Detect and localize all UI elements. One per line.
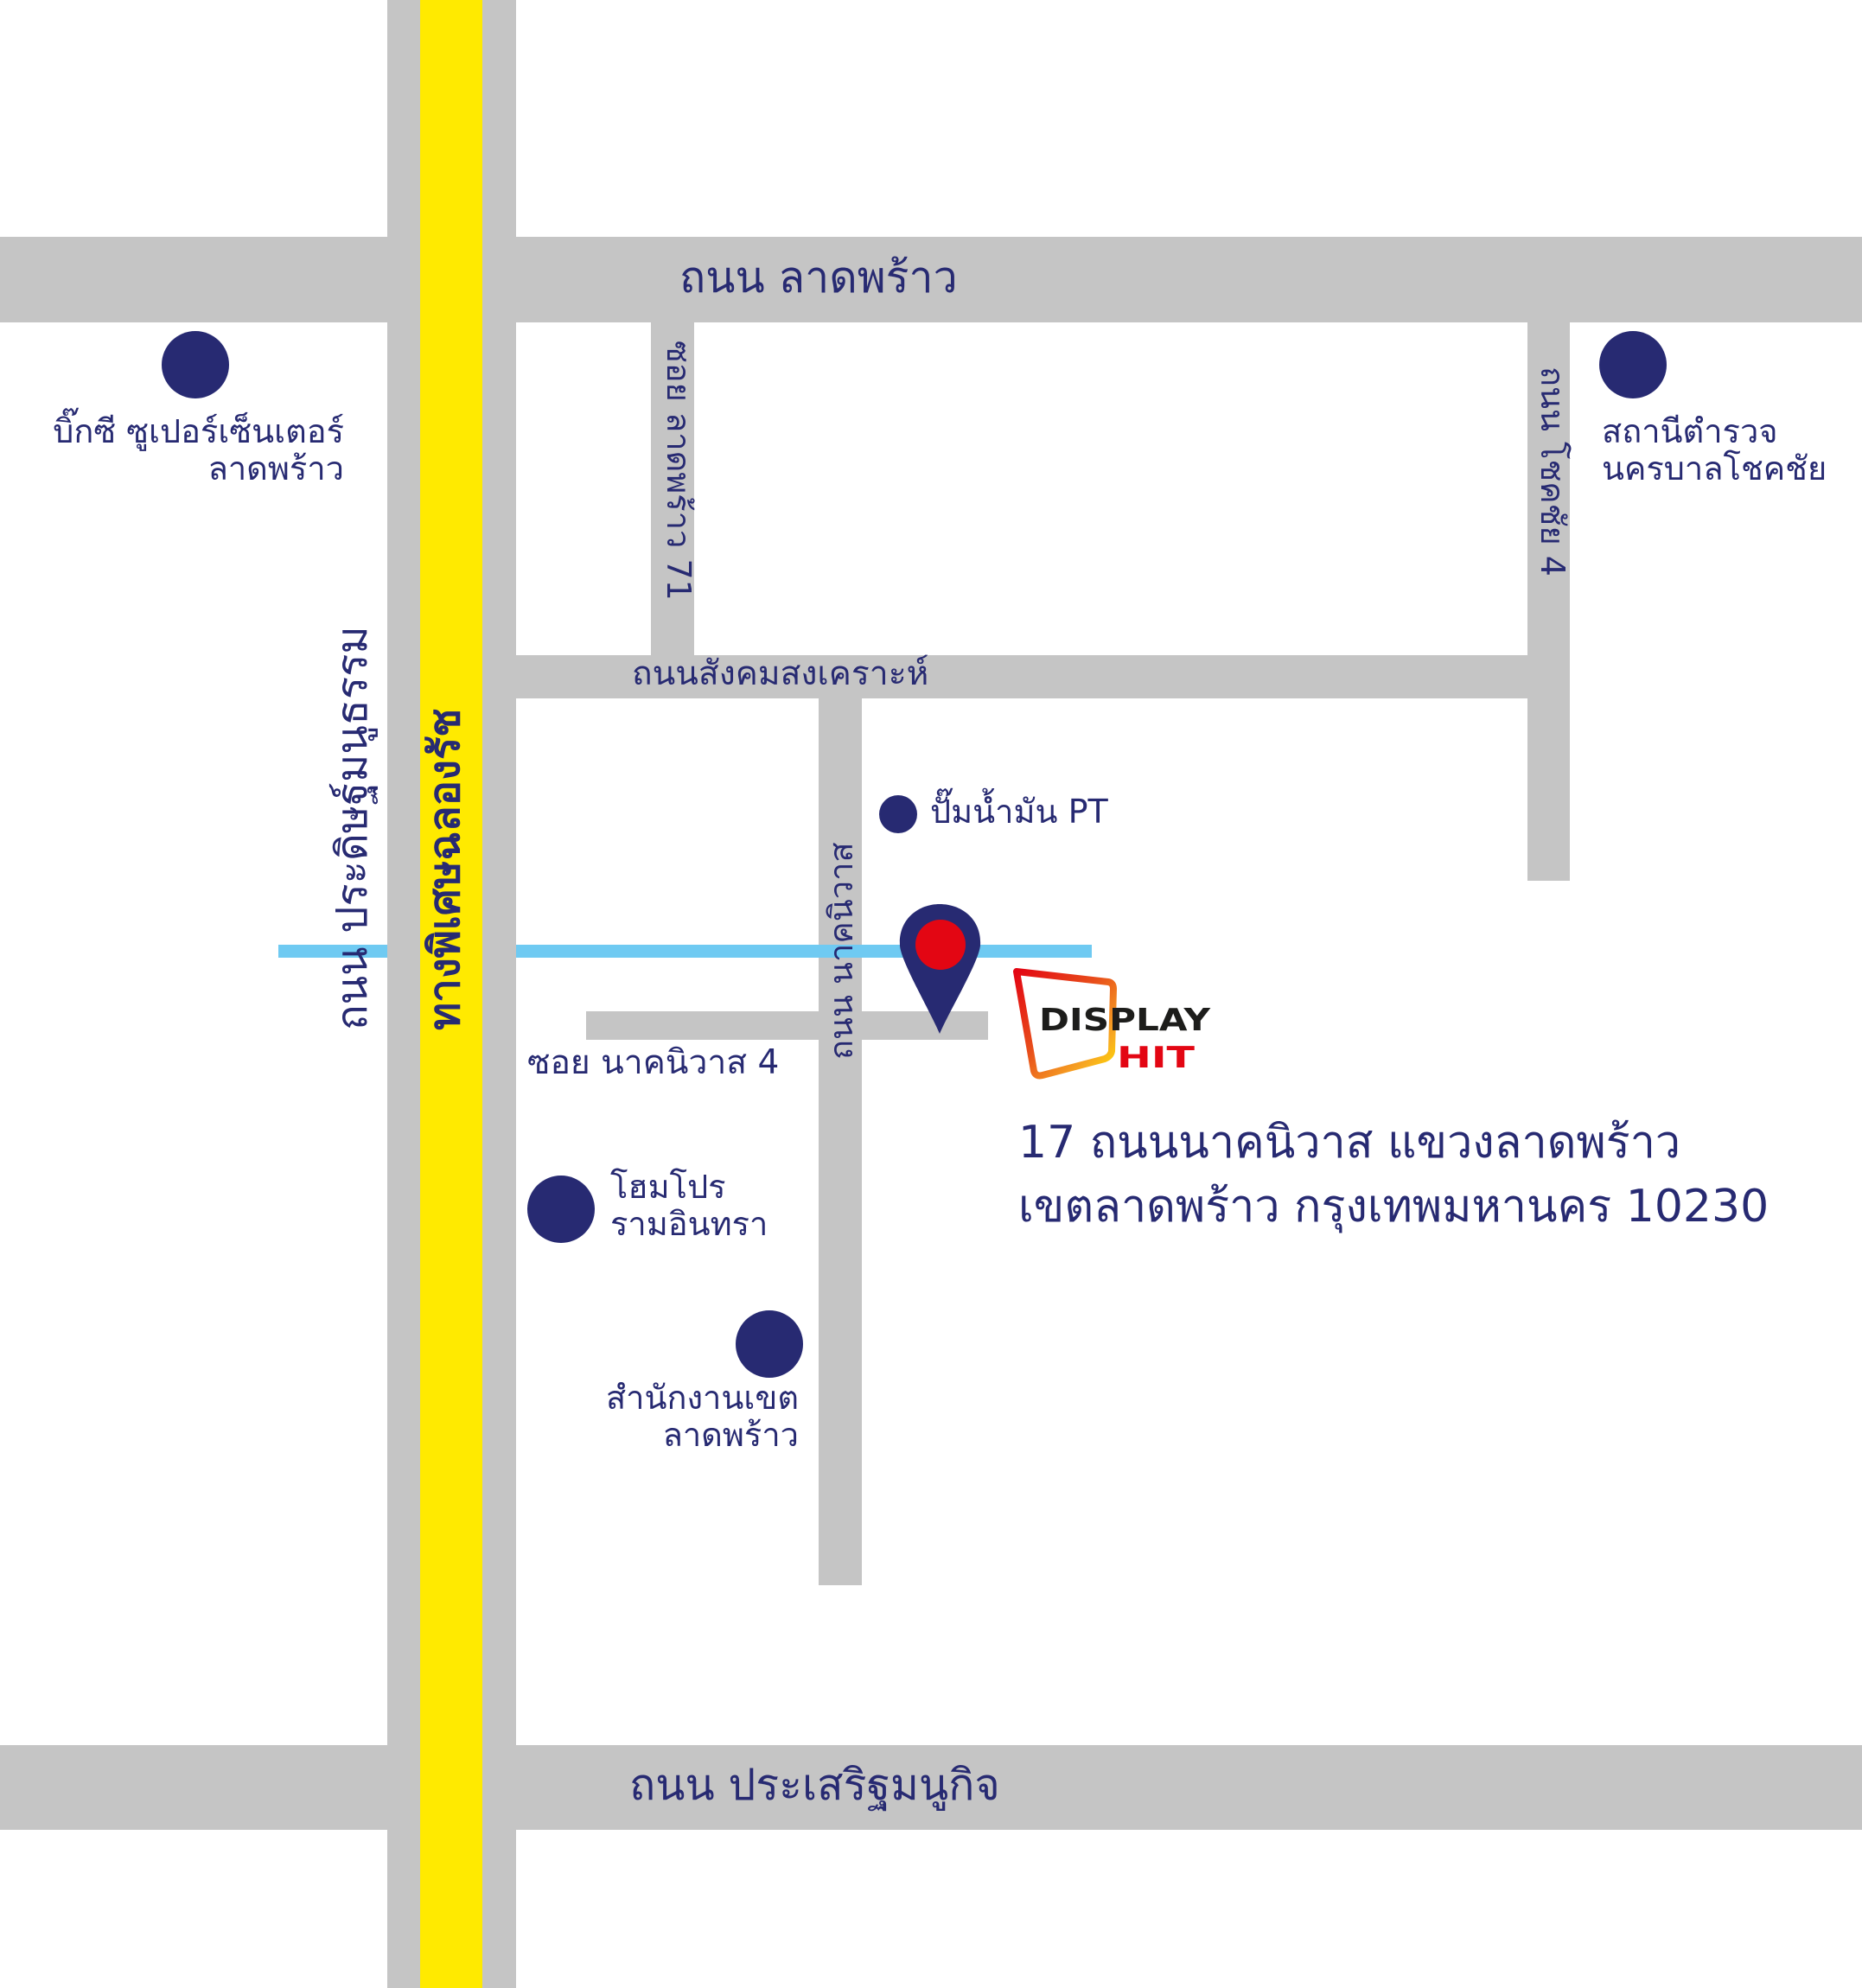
big-c-label-line2: ลาดพร้าว	[207, 449, 344, 487]
road-sangkhom-songkhro	[516, 655, 1570, 698]
map-pin-icon[interactable]	[896, 901, 985, 1037]
logo-frame	[1013, 968, 1117, 1080]
label-pradit-manutham: ถนน ประดิษฐ์มนูธรรม	[328, 626, 377, 1030]
label-nak-niwat: ถนน นาคนิวาส	[822, 842, 860, 1060]
display-hit-logo: DISPLAY HIT	[1013, 968, 1211, 1080]
logo-text-display: DISPLAY	[1039, 1003, 1211, 1038]
road-prasert-manukit	[0, 1745, 1862, 1830]
label-chalong-rat-expressway: ทางพิเศษฉลองรัช	[420, 708, 469, 1030]
road-soi-lat-phrao-71	[651, 322, 694, 659]
district-office-label-line2: ลาดพร้าว	[662, 1415, 799, 1454]
road-soi-nak-niwat-4	[586, 1011, 988, 1040]
address-line-1: 17 ถนนนาคนิวาส แขวงลาดพร้าว	[1018, 1117, 1681, 1169]
big-c-marker-icon[interactable]	[162, 331, 229, 398]
big-c-label-line1: บิ๊กซี ซูเปอร์เซ็นเตอร์	[53, 412, 344, 450]
road-lat-phrao	[0, 237, 1862, 322]
road-chokchai-4	[1527, 322, 1570, 881]
label-soi-nak-niwat-4: ซอย นาคนิวาส 4	[527, 1043, 780, 1082]
pt-gas-station-marker-icon[interactable]	[879, 795, 917, 833]
label-sangkhom-songkhro: ถนนสังคมสงเคราะห์	[632, 654, 929, 693]
homepro-marker-icon[interactable]	[527, 1176, 595, 1243]
police-station-label-line2: นครบาลโชคชัย	[1602, 449, 1827, 487]
address-line-2: เขตลาดพร้าว กรุงเทพมหานคร 10230	[1018, 1181, 1770, 1233]
homepro-label: โฮมโปร รามอินทรา	[610, 1169, 768, 1242]
road-nak-niwat	[819, 698, 862, 1585]
district-office-label-line1: สำนักงานเขต	[605, 1379, 799, 1417]
district-office-label: สำนักงานเขต ลาดพร้าว	[606, 1379, 799, 1453]
label-lat-phrao: ถนน ลาดพร้าว	[679, 252, 958, 303]
label-prasert-manukit: ถนน ประเสริฐมนูกิจ	[629, 1760, 1000, 1810]
district-office-marker-icon[interactable]	[736, 1310, 803, 1378]
pt-gas-station-label: ปั๊มน้ำมัน PT	[930, 793, 1108, 831]
canal-right	[516, 945, 1092, 958]
label-chokchai-4: ถนน โชคชัย 4	[1534, 366, 1572, 577]
pt-gas-station-label-line1: ปั๊มน้ำมัน PT	[930, 793, 1108, 831]
map-pin-dot	[915, 920, 966, 970]
police-station-label-line1: สถานีตำรวจ	[1602, 412, 1778, 450]
label-soi-lat-phrao-71: ซอย ลาดพร้าว 71	[660, 341, 698, 601]
logo-text-hit: HIT	[1117, 1041, 1196, 1075]
big-c-label: บิ๊กซี ซูเปอร์เซ็นเตอร์ ลาดพร้าว	[53, 413, 344, 487]
police-station-label: สถานีตำรวจ นครบาลโชคชัย	[1602, 413, 1827, 487]
canal-left	[278, 945, 387, 958]
homepro-label-line1: โฮมโปร	[610, 1168, 726, 1206]
expressway-chalong-rat	[420, 0, 482, 1988]
homepro-label-line2: รามอินทรา	[610, 1204, 768, 1243]
police-station-marker-icon[interactable]	[1599, 331, 1667, 398]
